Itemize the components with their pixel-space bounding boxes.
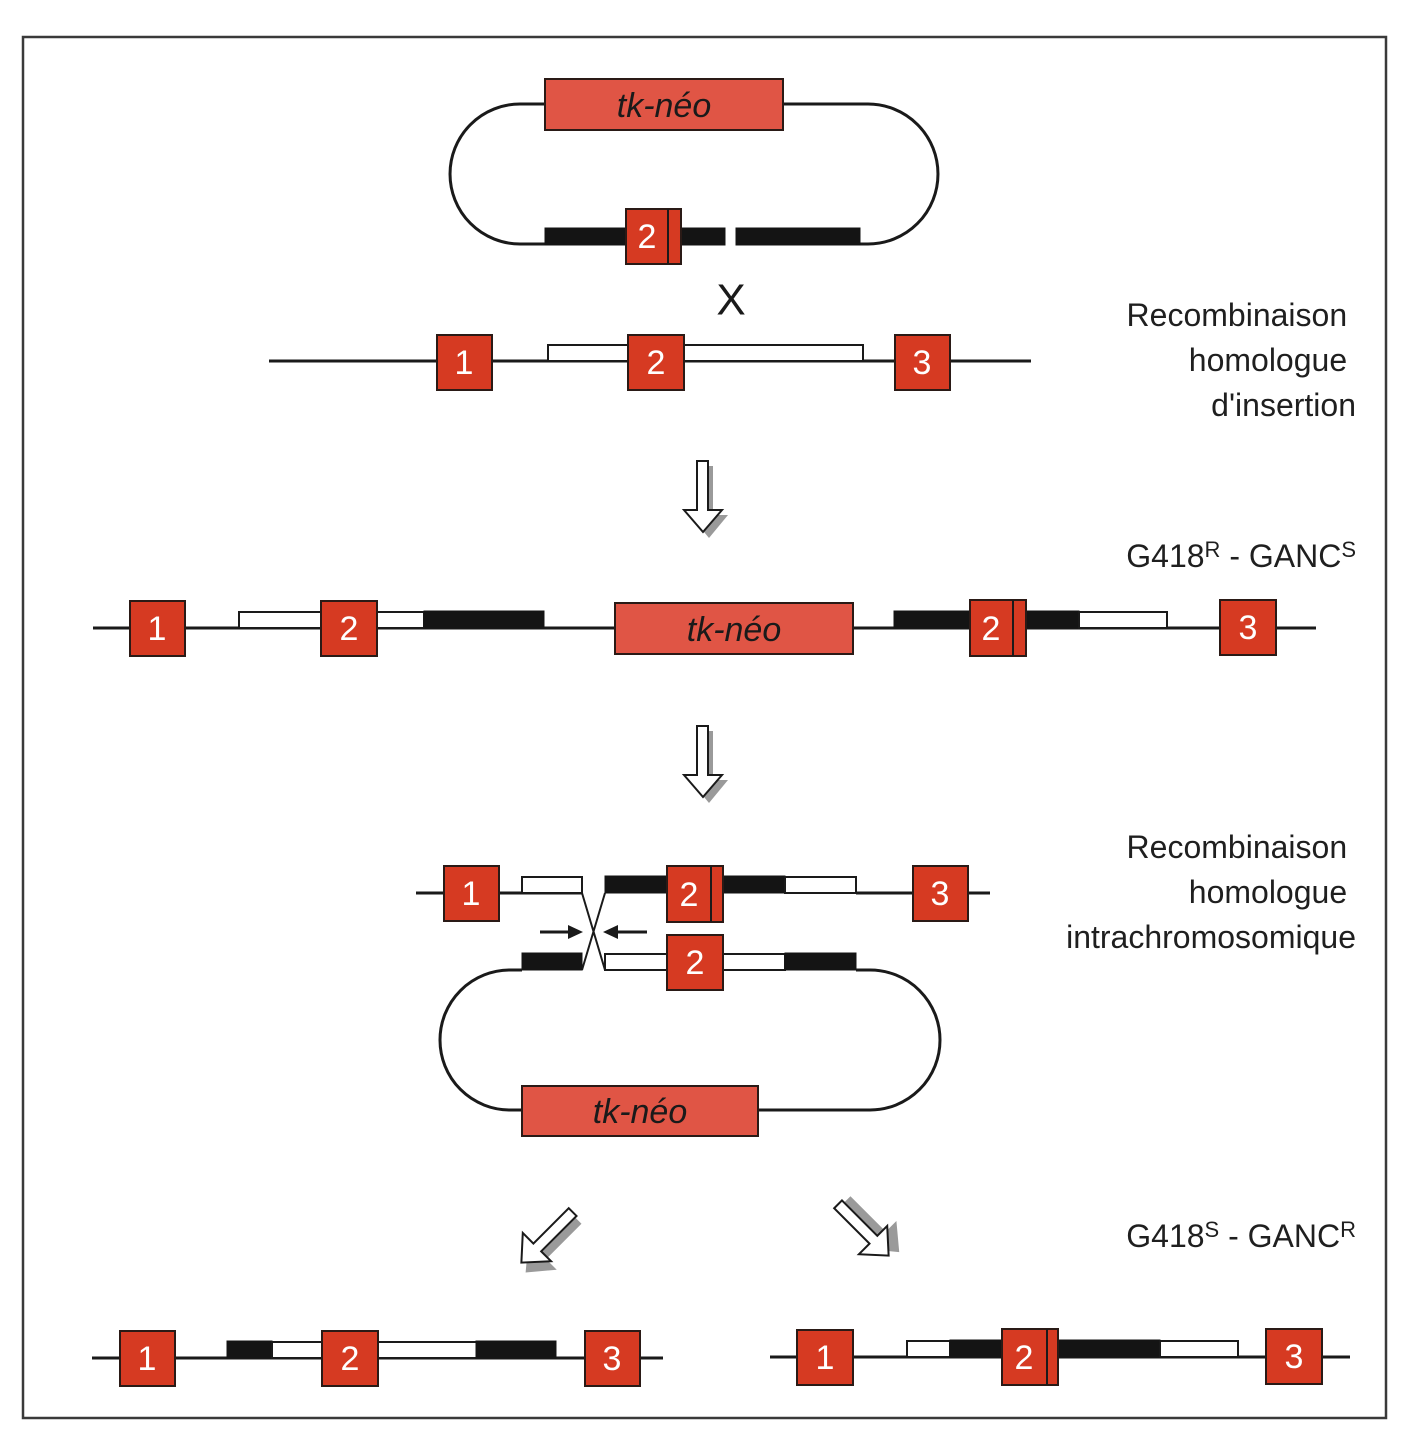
exon-label: 1 xyxy=(455,344,474,382)
down-left-arrow-icon xyxy=(520,1206,582,1273)
exon-label: 3 xyxy=(1239,609,1258,647)
homology-region-white xyxy=(1078,611,1168,629)
product-locus-mutant: 1 2 3 xyxy=(770,1328,1350,1386)
exon-3 xyxy=(584,1330,641,1387)
exon-label: 1 xyxy=(148,610,167,648)
exon-label: 2 xyxy=(341,1340,360,1378)
crossover-symbol: X xyxy=(716,276,745,325)
tk-neo-label: tk-néo xyxy=(593,1093,688,1131)
exon-2 xyxy=(666,934,724,991)
homology-region-white xyxy=(784,876,857,894)
homology-region-white xyxy=(521,876,583,894)
exon-2 xyxy=(320,600,378,657)
exon-1 xyxy=(796,1329,854,1386)
tk-neo-cassette xyxy=(544,78,784,131)
product-locus-wild-type: 1 2 3 xyxy=(92,1330,663,1387)
exon-label: 3 xyxy=(1285,1338,1304,1376)
exon-label: 2 xyxy=(686,944,705,982)
exon-label: 1 xyxy=(138,1340,157,1378)
exon-2-mutant xyxy=(666,865,724,923)
exon-label: 3 xyxy=(603,1340,622,1378)
exon-label: 2 xyxy=(638,218,657,256)
exon-2-mutant xyxy=(1001,1328,1059,1386)
homology-region-white xyxy=(547,344,864,362)
homology-region-black xyxy=(784,952,857,971)
loop-backbone-right xyxy=(758,968,942,1112)
tk-neo-cassette xyxy=(614,602,854,655)
down-arrow-icon xyxy=(681,725,728,803)
caption-intrachromosomal: Recombinaison homologue intrachromosomiq… xyxy=(1066,829,1356,955)
exon-label: 2 xyxy=(647,344,666,382)
exon-label: 2 xyxy=(1015,1339,1034,1377)
homology-region-black xyxy=(521,952,583,971)
exon-label: 2 xyxy=(340,610,359,648)
homology-region-white xyxy=(906,1340,951,1358)
down-right-arrow-icon xyxy=(832,1196,900,1257)
plasmid-backbone-left xyxy=(448,102,545,246)
tk-neo-cassette xyxy=(521,1085,759,1137)
caption-insertion: Recombinaison homologue d'insertion xyxy=(1127,297,1356,423)
left-arrow-icon xyxy=(603,925,647,939)
exon-label: 1 xyxy=(816,1339,835,1377)
homology-region-black xyxy=(475,1340,557,1359)
exon-label: 2 xyxy=(982,610,1001,648)
right-arrow-icon xyxy=(540,925,583,939)
caption-phenotype-2: G418S - GANCR xyxy=(1126,1217,1356,1254)
exon-3 xyxy=(1219,599,1277,656)
exon-2 xyxy=(321,1330,379,1387)
crossover-line xyxy=(581,892,606,971)
tk-neo-label: tk-néo xyxy=(617,87,712,125)
exon-2 xyxy=(627,334,685,391)
exon-label: 3 xyxy=(931,875,950,913)
exon-1 xyxy=(129,600,186,657)
exon-1 xyxy=(119,1330,176,1387)
figure-frame xyxy=(21,35,1388,1420)
loop-backbone-left xyxy=(438,968,522,1112)
homology-arm-black-right xyxy=(735,227,861,246)
exon-label: 3 xyxy=(913,344,932,382)
exon-1 xyxy=(443,865,500,922)
intrachromosomal-recombination: 1 2 3 2 tk-néo xyxy=(416,865,990,1137)
exon-2-mutant xyxy=(625,208,682,265)
exon-label: 2 xyxy=(680,876,699,914)
exon-3 xyxy=(1265,1328,1323,1385)
down-arrow-icon xyxy=(681,460,728,538)
homology-region-black xyxy=(423,610,545,629)
homology-region-black xyxy=(226,1340,273,1359)
caption-phenotype-1: G418R - GANCS xyxy=(1126,537,1356,574)
integrated-locus: tk-néo 1 2 2 3 xyxy=(93,599,1316,657)
exon-1 xyxy=(436,334,493,391)
plasmid-backbone-right xyxy=(783,102,940,246)
exon-3 xyxy=(894,334,951,391)
exon-label: 1 xyxy=(462,875,481,913)
homology-region-white xyxy=(1159,1340,1239,1358)
tk-neo-label: tk-néo xyxy=(687,611,782,649)
exon-3 xyxy=(912,865,969,922)
exon-2-mutant xyxy=(969,599,1027,657)
targeting-vector-plasmid: tk-néo 2 xyxy=(448,78,940,265)
endogenous-locus: 1 2 3 xyxy=(269,334,1031,391)
